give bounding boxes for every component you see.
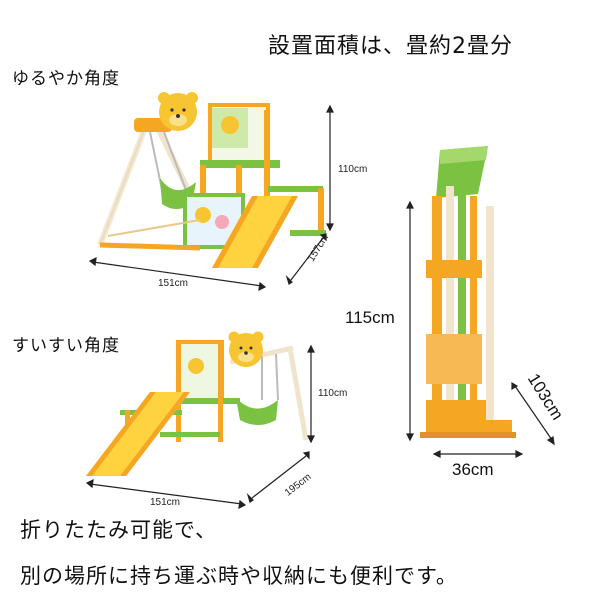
foldable-description-line2: 別の場所に持ち運ぶ時や収納にも便利です。 (20, 564, 458, 588)
foldable-description-line1: 折りたたみ可能で、 (20, 518, 218, 542)
folded-height-dimension: 115cm (345, 308, 395, 327)
steep-height-dimension: 110cm (318, 388, 348, 399)
gentle-width-dimension: 151cm (158, 278, 189, 289)
steep-angle-label: すいすい角度 (12, 336, 120, 356)
folded-width-dimension: 36cm (452, 460, 494, 479)
page-title: 設置面積は、畳約2畳分 (268, 34, 513, 59)
gentle-angle-label: ゆるやか角度 (12, 69, 120, 89)
gentle-height-dimension: 110cm (338, 164, 368, 175)
steep-width-dimension: 151cm (150, 497, 181, 508)
